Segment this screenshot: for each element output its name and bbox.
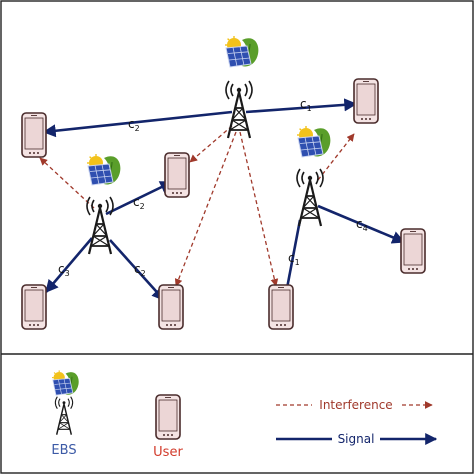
phone-icon xyxy=(268,284,294,330)
phone-icon xyxy=(353,78,379,124)
label-c4: c4 xyxy=(356,217,368,233)
phone-icon xyxy=(21,112,47,158)
interference-link xyxy=(317,133,355,181)
signal-link-c2-left-up xyxy=(105,180,174,216)
legend-signal: Signal xyxy=(276,430,438,446)
label-c2-left-up: c2 xyxy=(133,195,145,211)
legend-signal-label: Signal xyxy=(338,432,375,446)
label-c2-top: c2 xyxy=(128,117,140,133)
phone-icon xyxy=(155,394,181,440)
signal-link-c2-left-down xyxy=(109,239,165,301)
phone-icon xyxy=(400,228,426,274)
label-c2-left-down: c2 xyxy=(134,262,146,278)
signal-link-c3 xyxy=(45,237,93,293)
legend: EBS User Interference Signal xyxy=(51,370,438,460)
signal-link-c1-top xyxy=(245,98,358,114)
label-c3: c3 xyxy=(58,262,70,278)
legend-user: User xyxy=(153,394,183,460)
interference-link xyxy=(39,157,95,209)
phone-icon xyxy=(164,152,190,198)
label-c1-right: c1 xyxy=(288,251,300,267)
legend-ebs-label: EBS xyxy=(51,443,76,458)
signal-link-c4 xyxy=(317,204,406,244)
interference-links xyxy=(39,125,355,287)
phone-icon xyxy=(21,284,47,330)
interference-link xyxy=(189,125,233,163)
legend-interference-label: Interference xyxy=(319,398,392,412)
interference-link xyxy=(239,131,279,287)
legend-interference-label-bg xyxy=(312,396,400,412)
signal-link-c2-top xyxy=(42,110,233,138)
link-labels: c1 c2 c2 c3 c2 c1 c4 xyxy=(58,97,368,278)
label-c1-top: c1 xyxy=(300,97,312,113)
legend-ebs: EBS xyxy=(51,370,80,458)
legend-signal-label-bg xyxy=(332,430,380,446)
phone-icon xyxy=(158,284,184,330)
legend-user-label: User xyxy=(153,445,183,460)
legend-interference: Interference xyxy=(276,396,433,412)
